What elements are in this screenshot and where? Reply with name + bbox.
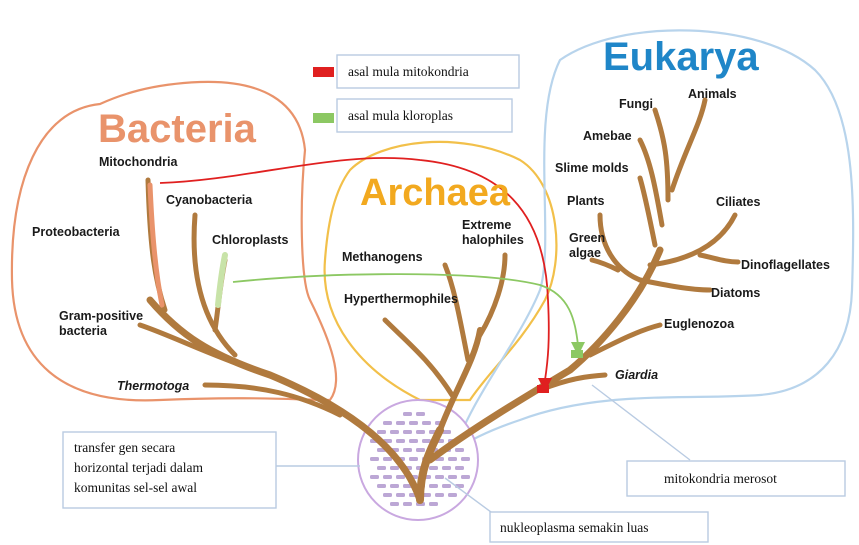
nucleoplasm-dash <box>396 475 405 479</box>
nucleoplasm-dash <box>377 466 386 470</box>
label-gram-positive-line2: bacteria <box>59 324 108 338</box>
nucleoplasm-dash <box>455 466 464 470</box>
nucleoplasm-dash <box>390 430 399 434</box>
label-thermotoga: Thermotoga <box>117 379 189 393</box>
nucleoplasm-dash <box>396 439 405 443</box>
label-green-algae-line2: algae <box>569 246 601 260</box>
branch-diatoms <box>640 280 710 290</box>
note-gene-transfer-line2: horizontal terjadi dalam <box>74 460 203 475</box>
nucleoplasm-dash <box>461 475 470 479</box>
nucleoplasm-dash <box>409 457 418 461</box>
label-cyanobacteria: Cyanobacteria <box>166 193 253 207</box>
label-animals: Animals <box>688 87 737 101</box>
nucleoplasm-dash <box>455 448 464 452</box>
nucleoplasm-dash <box>416 430 425 434</box>
label-extreme-halophiles: Extreme halophiles <box>462 218 524 247</box>
label-mitochondria: Mitochondria <box>99 155 179 169</box>
note-gene-transfer-line1: transfer gen secara <box>74 440 175 455</box>
nucleoplasm-dash <box>442 466 451 470</box>
label-extreme-halophiles-line1: Extreme <box>462 218 511 232</box>
nucleoplasm-dash <box>377 430 386 434</box>
nucleoplasm-dash <box>403 502 412 506</box>
nucleoplasm-dash <box>370 475 379 479</box>
note-mito-lost: mitokondria merosot <box>664 471 777 486</box>
nucleoplasm-dash <box>403 412 412 416</box>
nucleoplasm-dash <box>403 430 412 434</box>
note-gene-transfer-line3: komunitas sel-sel awal <box>74 480 197 495</box>
nucleoplasm-dash <box>383 475 392 479</box>
label-ciliates: Ciliates <box>716 195 761 209</box>
nucleoplasm-dash <box>416 412 425 416</box>
mitochondria-merge-mark <box>537 385 549 393</box>
branch-hyperthermophiles <box>385 320 452 395</box>
label-amebae: Amebae <box>583 129 632 143</box>
label-green-algae-line1: Green <box>569 231 605 245</box>
label-giardia: Giardia <box>615 368 658 382</box>
label-methanogens: Methanogens <box>342 250 423 264</box>
nucleoplasm-dash <box>370 457 379 461</box>
label-plants: Plants <box>567 194 605 208</box>
branch-dinoflagellates <box>700 255 738 262</box>
label-euglenozoa: Euglenozoa <box>664 317 735 331</box>
nucleoplasm-dash <box>448 457 457 461</box>
nucleoplasm-dash <box>383 421 392 425</box>
label-fungi: Fungi <box>619 97 653 111</box>
nucleoplasm-dash <box>448 475 457 479</box>
nucleoplasm-dash <box>442 484 451 488</box>
nucleoplasm-dash <box>409 439 418 443</box>
label-extreme-halophiles-line2: halophiles <box>462 233 524 247</box>
label-diatoms: Diatoms <box>711 286 760 300</box>
legend-mito-swatch <box>313 67 334 77</box>
nucleoplasm-dash <box>448 493 457 497</box>
eukarya-title: Eukarya <box>603 35 759 79</box>
legend-chloro-swatch <box>313 113 334 123</box>
nucleoplasm-dash <box>383 457 392 461</box>
nucleoplasm-dash <box>377 484 386 488</box>
nucleoplasm-dash <box>390 484 399 488</box>
bacteria-title: Bacteria <box>98 107 257 151</box>
branch-halophiles <box>480 255 505 335</box>
nucleoplasm-dash <box>403 448 412 452</box>
legend-mito-label: asal mula mitokondria <box>348 64 469 79</box>
nucleoplasm-dash <box>383 493 392 497</box>
nucleoplasm-dash <box>422 421 431 425</box>
note-nucleoplasm: nukleoplasma semakin luas <box>500 520 648 535</box>
nucleoplasm-dash <box>461 457 470 461</box>
legend: asal mula mitokondria asal mula kloropla… <box>313 55 519 132</box>
nucleoplasm-dash <box>435 493 444 497</box>
archaea-main-branch <box>440 330 480 430</box>
archaea-title: Archaea <box>360 172 511 214</box>
label-chloroplasts: Chloroplasts <box>212 233 288 247</box>
label-gram-positive-line1: Gram-positive <box>59 309 143 323</box>
nucleoplasm-dash <box>390 502 399 506</box>
label-dinoflagellates: Dinoflagellates <box>741 258 830 272</box>
branch-methanogens <box>445 265 468 360</box>
legend-chloro-label: asal mula kloroplas <box>348 108 453 123</box>
nucleoplasm-dash <box>416 448 425 452</box>
nucleoplasm-dash <box>390 466 399 470</box>
nucleoplasm-dash <box>429 466 438 470</box>
nucleoplasm-dash <box>429 502 438 506</box>
branch-gram-positive <box>140 325 255 370</box>
nucleoplasm-dash <box>435 475 444 479</box>
nucleoplasm-dash <box>429 484 438 488</box>
branch-animals <box>672 100 705 190</box>
label-slime-molds: Slime molds <box>555 161 629 175</box>
chloroplast-transfer-arrow <box>233 274 578 345</box>
chloroplast-merge-mark <box>571 350 583 358</box>
nucleoplasm-dash <box>396 421 405 425</box>
nucleoplasm-dash <box>409 421 418 425</box>
label-hyperthermophiles: Hyperthermophiles <box>344 292 458 306</box>
label-gram-positive: Gram-positive bacteria <box>59 309 147 338</box>
label-green-algae: Green algae <box>569 231 609 260</box>
label-proteobacteria: Proteobacteria <box>32 225 121 239</box>
nucleoplasm-dash <box>396 493 405 497</box>
